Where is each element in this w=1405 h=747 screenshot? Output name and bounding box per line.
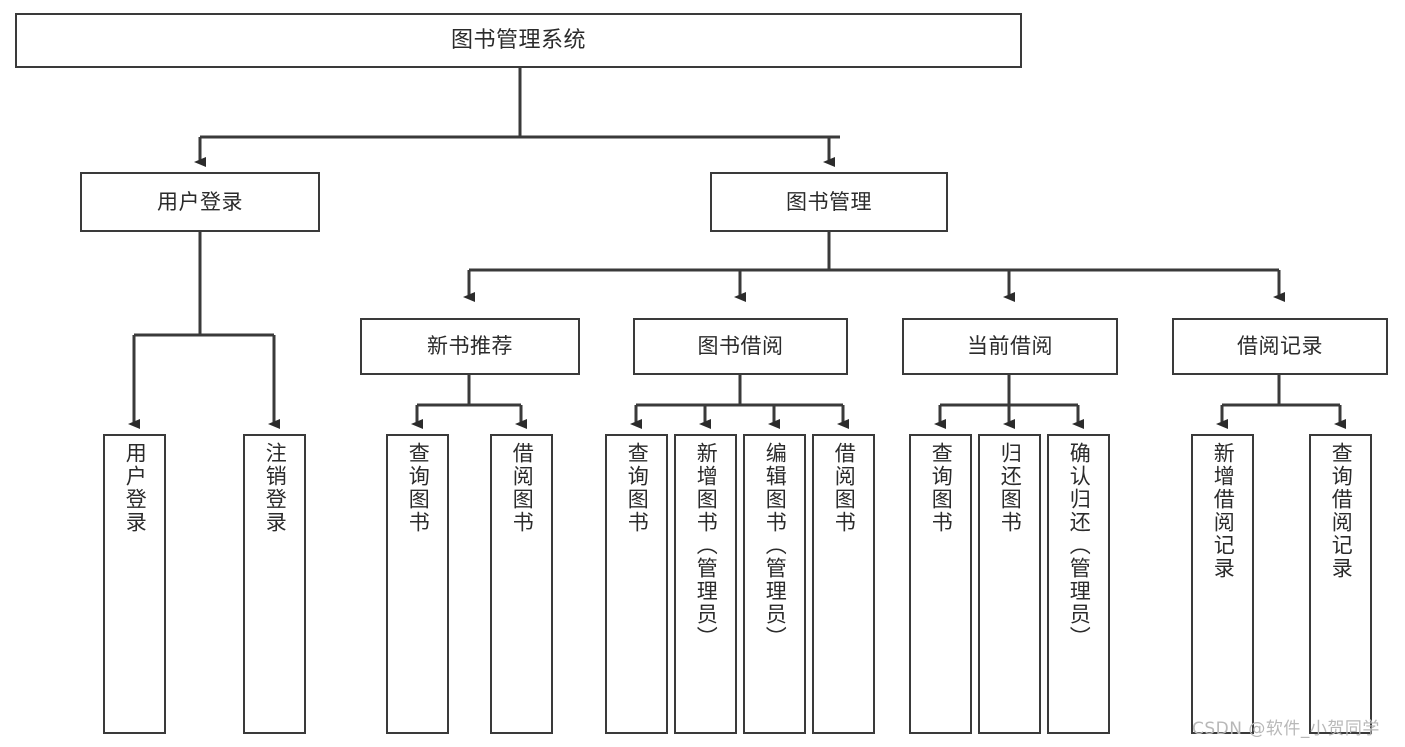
node-user-login[interactable]: 用户登录 xyxy=(80,172,320,232)
leaf-current-borrow-2[interactable]: 归还图书 xyxy=(978,434,1041,734)
node-book-management[interactable]: 图书管理 xyxy=(710,172,948,232)
node-label: 查询图书 xyxy=(625,442,650,534)
node-label: 图书借阅 xyxy=(697,334,784,358)
leaf-borrow-record-2[interactable]: 查询借阅记录 xyxy=(1309,434,1372,734)
leaf-book-borrow-4[interactable]: 借阅图书 xyxy=(812,434,875,734)
node-new-book-recommend[interactable]: 新书推荐 xyxy=(360,318,580,375)
node-label: 确认归还（管理员） xyxy=(1067,442,1092,649)
node-label: 查询图书 xyxy=(929,442,954,534)
node-current-borrow[interactable]: 当前借阅 xyxy=(902,318,1118,375)
node-label: 编辑图书（管理员） xyxy=(763,442,788,649)
leaf-book-borrow-1[interactable]: 查询图书 xyxy=(605,434,668,734)
leaf-new-book-2[interactable]: 借阅图书 xyxy=(490,434,553,734)
leaf-book-borrow-2[interactable]: 新增图书（管理员） xyxy=(674,434,737,734)
node-label: 图书管理 xyxy=(786,189,872,214)
node-book-borrow[interactable]: 图书借阅 xyxy=(633,318,848,375)
leaf-user-login-1[interactable]: 用户登录 xyxy=(103,434,166,734)
node-label: 图书管理系统 xyxy=(450,27,586,53)
node-book-management-system[interactable]: 图书管理系统 xyxy=(15,13,1022,68)
node-label: 借阅记录 xyxy=(1237,334,1323,358)
leaf-current-borrow-1[interactable]: 查询图书 xyxy=(909,434,972,734)
node-label: 当前借阅 xyxy=(967,334,1053,358)
node-borrow-record[interactable]: 借阅记录 xyxy=(1172,318,1388,375)
leaf-user-login-2[interactable]: 注销登录 xyxy=(243,434,306,734)
leaf-borrow-record-1[interactable]: 新增借阅记录 xyxy=(1191,434,1254,734)
node-label: 用户登录 xyxy=(157,189,243,214)
node-label: 查询图书 xyxy=(406,442,431,534)
node-label: 归还图书 xyxy=(998,442,1023,534)
node-label: 新书推荐 xyxy=(427,334,513,358)
node-label: 新增图书（管理员） xyxy=(694,442,719,649)
node-label: 借阅图书 xyxy=(510,442,535,534)
node-label: 用户登录 xyxy=(123,442,148,534)
node-label: 新增借阅记录 xyxy=(1211,442,1236,580)
node-label: 查询借阅记录 xyxy=(1329,442,1354,580)
leaf-new-book-1[interactable]: 查询图书 xyxy=(386,434,449,734)
csdn-watermark: CSDN @软件_小贺同学 xyxy=(1192,719,1380,739)
leaf-current-borrow-3[interactable]: 确认归还（管理员） xyxy=(1047,434,1110,734)
leaf-book-borrow-3[interactable]: 编辑图书（管理员） xyxy=(743,434,806,734)
node-label: 注销登录 xyxy=(263,442,288,534)
node-label: 借阅图书 xyxy=(832,442,857,534)
